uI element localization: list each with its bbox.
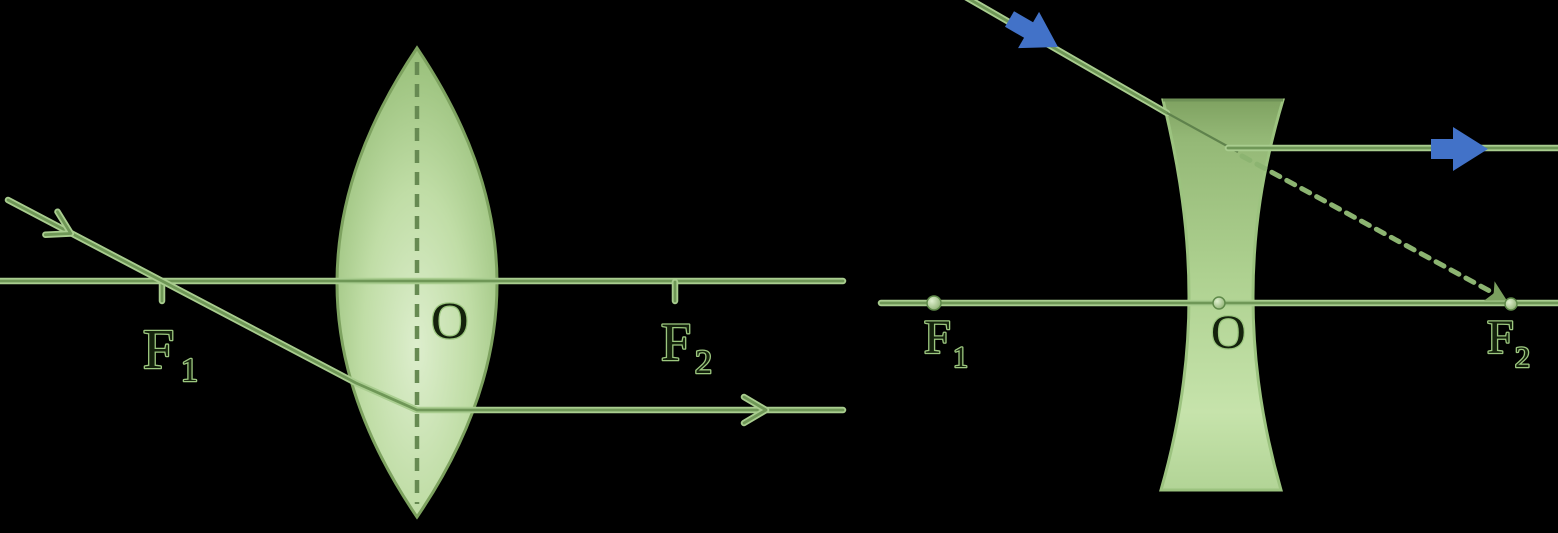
concave-lens <box>1159 98 1286 492</box>
label-f1: F <box>143 319 174 381</box>
focal-point-f1-dot <box>926 295 942 311</box>
emergent-ray-arrowhead-icon <box>740 393 770 427</box>
incident-ray-blue-arrow-icon <box>1005 11 1058 49</box>
virtual-ray-arrowhead-icon <box>1484 281 1507 301</box>
ray-through-focus <box>4 196 847 414</box>
focal-point-f2-dot <box>1504 297 1518 311</box>
converging-lens-diagram: F 1 O F 2 <box>0 45 847 520</box>
label-f2: F <box>661 312 691 372</box>
incident-ray-arrowhead-icon <box>42 208 75 238</box>
emergent-ray-blue-arrow-icon <box>1431 127 1488 171</box>
label-f1-subscript: 1 <box>953 341 968 374</box>
virtual-ray-dashed <box>1239 153 1500 298</box>
ray-stroke-glow <box>964 0 1171 117</box>
diverging-lens-diagram: F 1 O F 2 <box>877 0 1558 492</box>
optical-center-dot <box>1212 296 1226 310</box>
label-f1: F <box>924 311 951 364</box>
label-optical-center: O <box>431 293 469 350</box>
incident-ray <box>964 0 1171 117</box>
ray-stroke-core <box>968 0 1169 115</box>
label-optical-center: O <box>1211 306 1246 359</box>
label-f2-subscript: 2 <box>1515 341 1530 374</box>
label-f2: F <box>1487 311 1514 364</box>
arrowhead-stroke-core <box>742 395 768 425</box>
label-f1-subscript: 1 <box>181 352 198 389</box>
arrowhead-stroke-core <box>43 210 73 237</box>
ray-stroke-core <box>6 198 845 412</box>
label-f2-subscript: 2 <box>695 344 712 381</box>
